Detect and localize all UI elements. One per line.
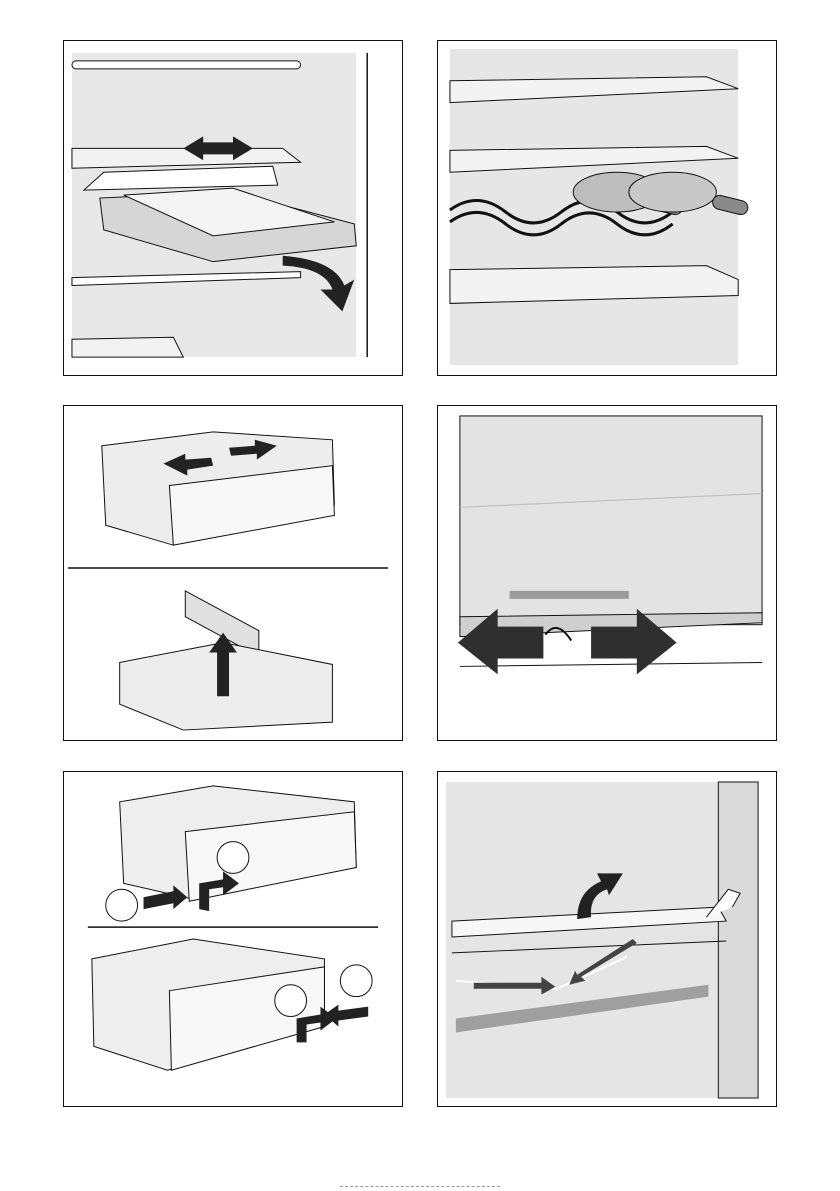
illustration-rear-wall-drain xyxy=(437,771,777,1107)
illustration-glass-shelf-slide xyxy=(437,405,777,741)
illustration-drawer-removal xyxy=(63,771,403,1107)
illustration-bottle-rack xyxy=(437,40,777,376)
illustration-shelf-drawer xyxy=(63,40,403,376)
page-footer-rule xyxy=(340,1186,500,1187)
illustration-crisper-divider xyxy=(63,405,403,741)
